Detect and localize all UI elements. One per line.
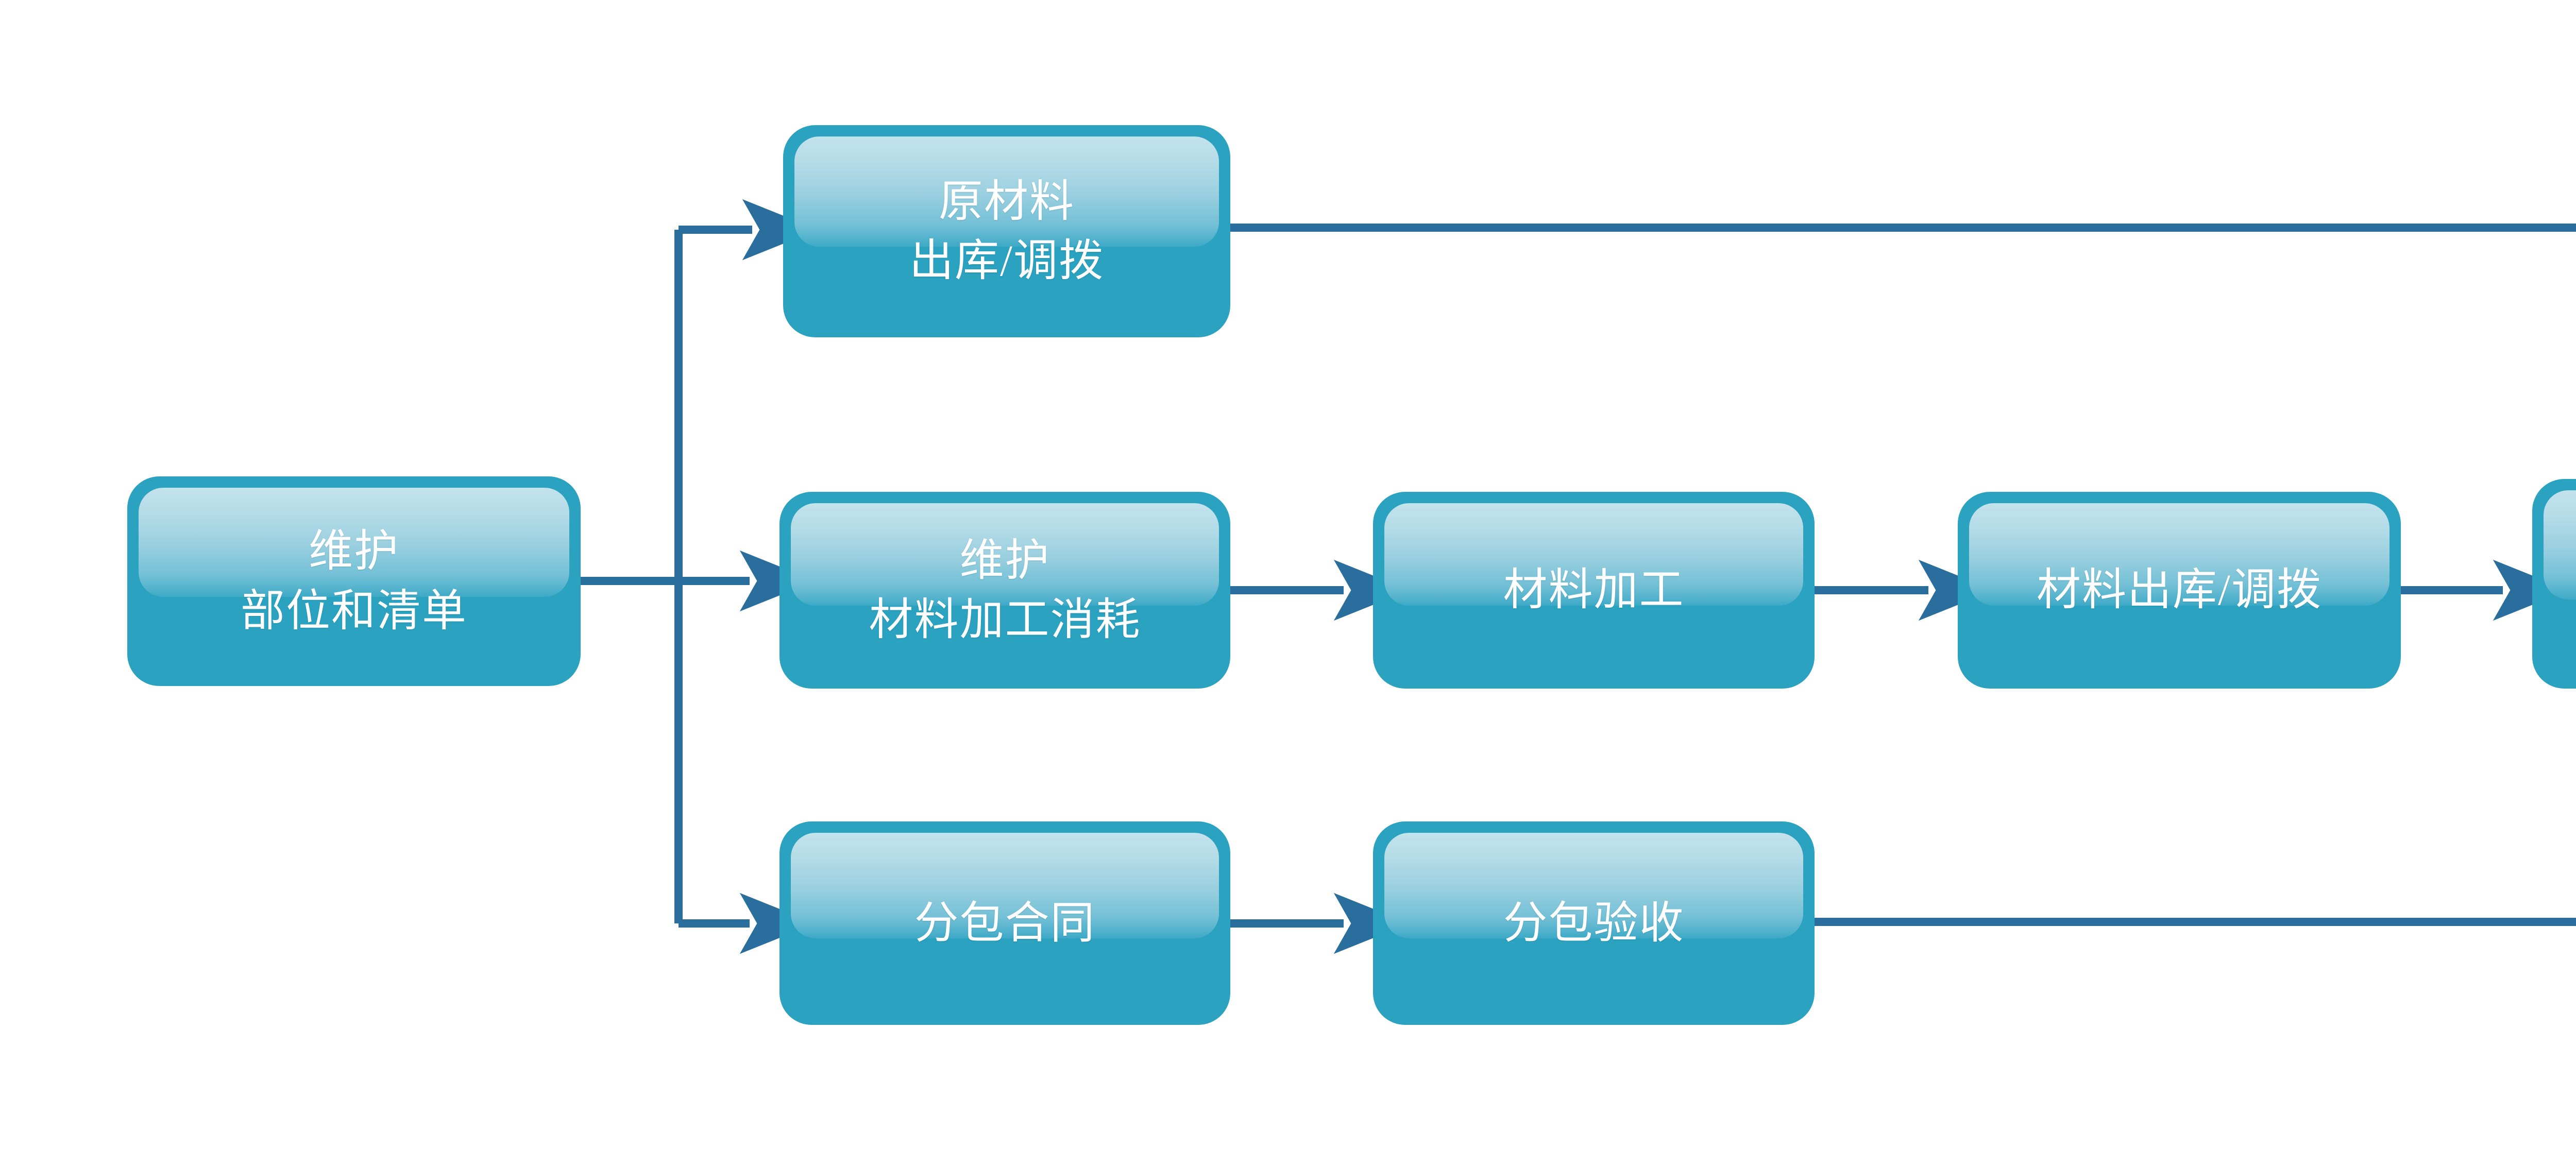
node-maintain-processing-consumption[interactable]: 维护 材料加工消耗 <box>779 492 1230 689</box>
node-label: 原材料 出库/调拨 <box>909 176 1104 285</box>
edge-raw-material-out-to-progress-analysis <box>1230 224 2576 232</box>
node-label: 分包合同 <box>914 898 1096 948</box>
edge-subcontract-acceptance-to-progress-analysis <box>1815 918 2576 926</box>
node-label: 工程进度分析 <box>2532 479 2576 689</box>
node-label: 分包验收 <box>1503 898 1685 948</box>
node-gloss <box>1384 833 1803 939</box>
node-gloss <box>794 136 1219 247</box>
node-subcontract-contract[interactable]: 分包合同 <box>779 821 1230 1025</box>
node-material-out[interactable]: 材料出库/调拨 <box>1958 492 2401 689</box>
node-gloss <box>791 503 1219 606</box>
node-project-progress-analysis[interactable]: 工程进度分析 <box>2532 479 2576 689</box>
node-gloss <box>1384 503 1803 606</box>
node-subcontract-acceptance[interactable]: 分包验收 <box>1373 821 1815 1025</box>
node-gloss <box>1969 503 2389 606</box>
node-label: 维护 材料加工消耗 <box>869 535 1141 644</box>
node-maintain-parts-list[interactable]: 维护 部位和清单 <box>127 476 581 686</box>
node-label: 材料出库/调拨 <box>2037 565 2322 615</box>
node-raw-material-out[interactable]: 原材料 出库/调拨 <box>783 125 1230 337</box>
node-label: 维护 部位和清单 <box>241 526 467 636</box>
node-label: 材料加工 <box>1503 565 1685 615</box>
node-gloss <box>791 833 1219 939</box>
node-gloss <box>2544 490 2576 599</box>
node-gloss <box>139 488 569 597</box>
node-material-processing[interactable]: 材料加工 <box>1373 492 1815 689</box>
